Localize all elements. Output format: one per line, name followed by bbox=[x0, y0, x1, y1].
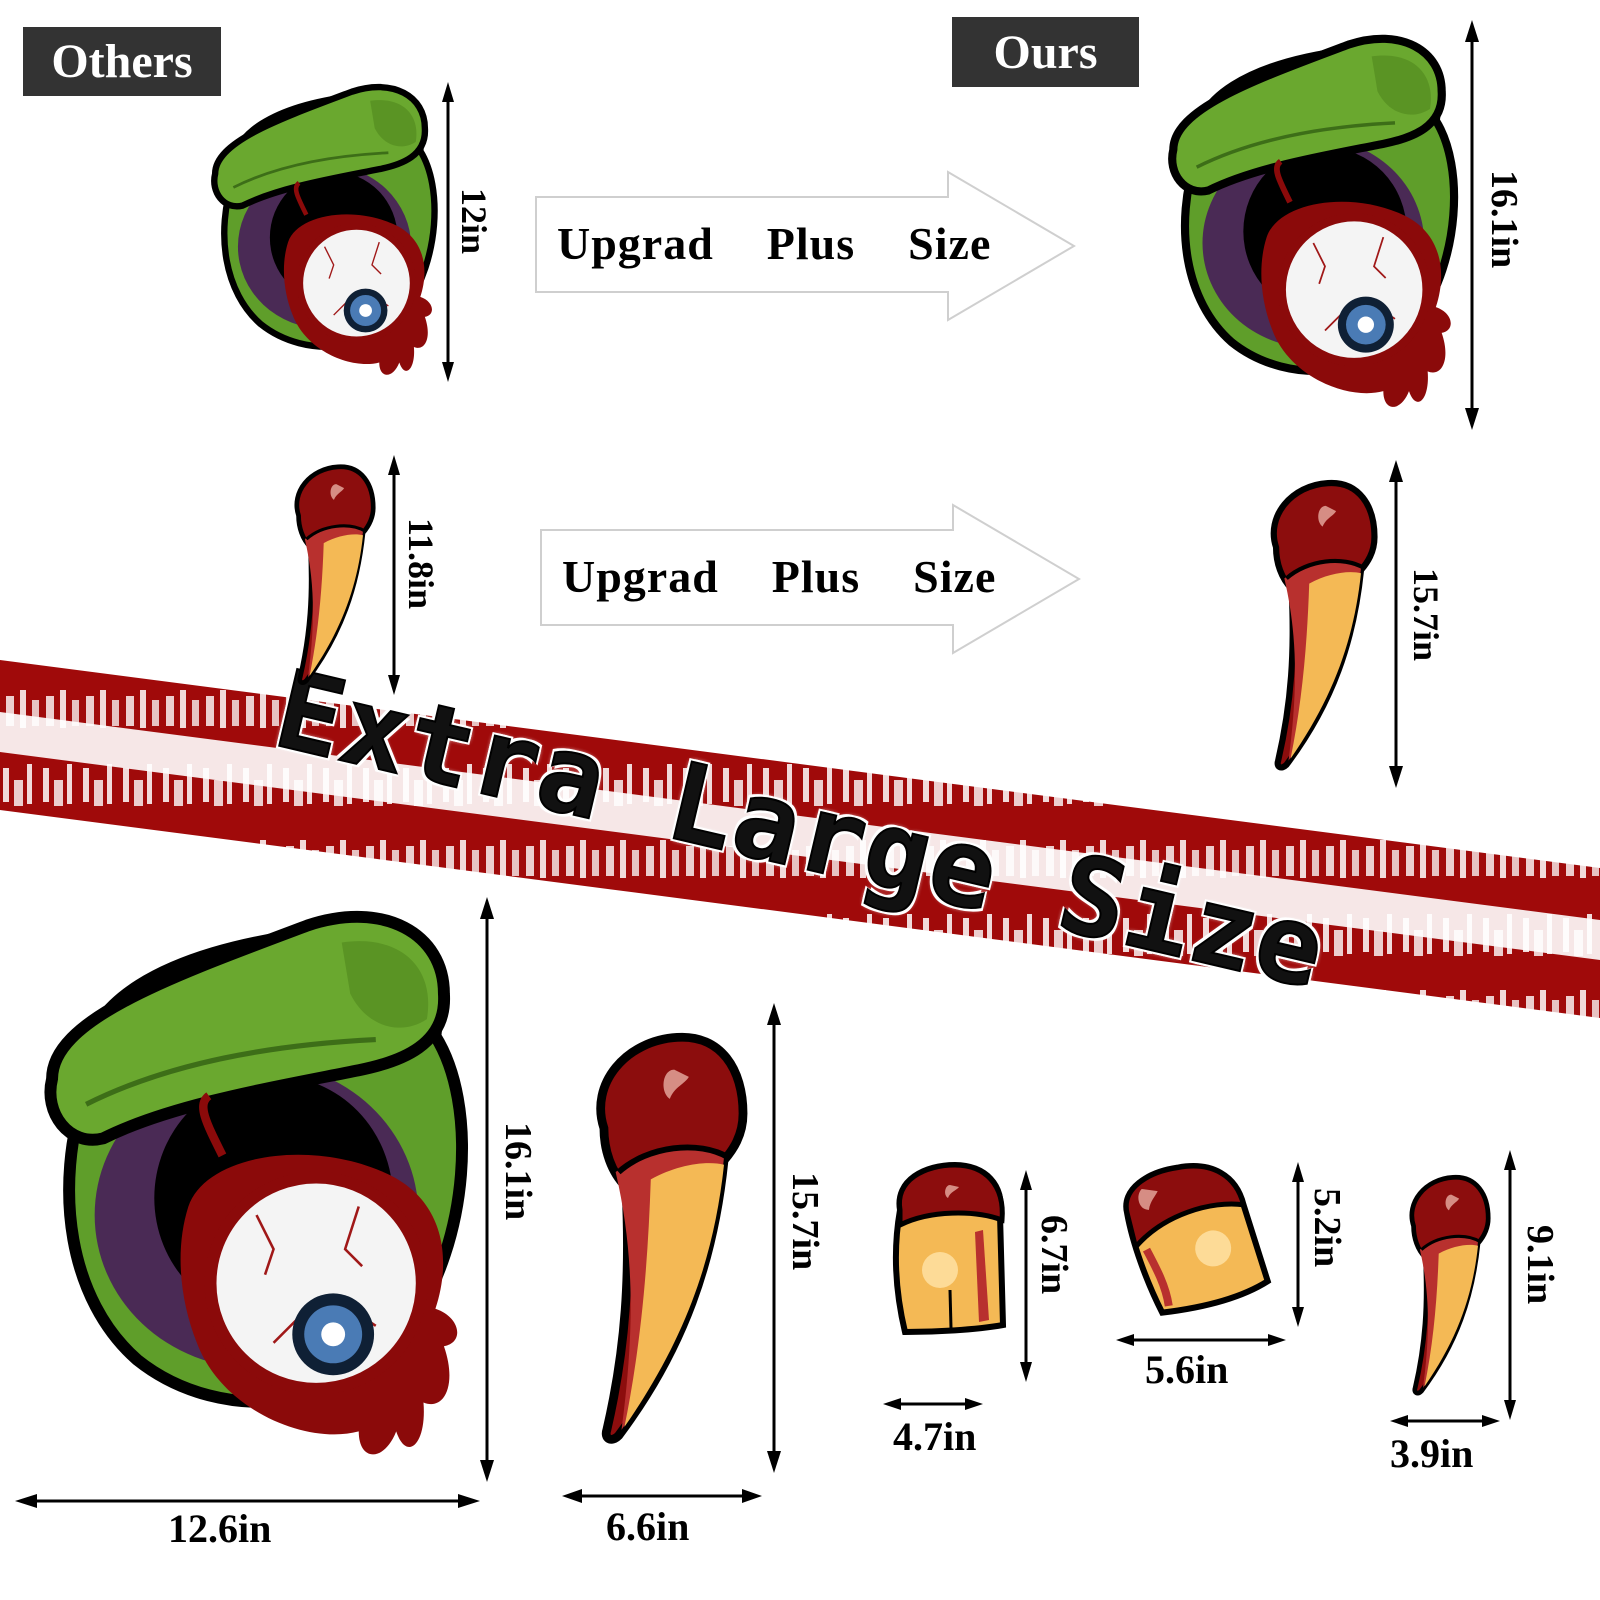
piece-large-fang-height-arrow bbox=[767, 1003, 781, 1473]
ours-eye-height-arrow bbox=[1465, 20, 1479, 430]
piece-square-tooth-width-arrow bbox=[883, 1398, 983, 1410]
ours-eye-height-label: 16.1in bbox=[1483, 170, 1525, 269]
upgrade-arrow-1 bbox=[535, 170, 1076, 322]
piece-small-fang-height-label: 9.1in bbox=[1519, 1225, 1561, 1305]
others-fang-height-label: 11.8in bbox=[401, 518, 441, 610]
ours-fang-height-arrow bbox=[1389, 460, 1403, 788]
others-label-text: Others bbox=[51, 35, 193, 88]
piece-square-tooth-height-label: 6.7in bbox=[1033, 1215, 1075, 1295]
upgrade-arrow-1-label: Upgrad Plus Size bbox=[557, 218, 992, 269]
others-fang-height-arrow bbox=[388, 455, 400, 695]
ours-fang-image bbox=[1245, 460, 1390, 790]
ours-eye-image bbox=[1150, 18, 1465, 433]
upgrade-arrow-2 bbox=[540, 503, 1081, 655]
ours-label-text: Ours bbox=[993, 25, 1098, 79]
others-eye-height-arrow bbox=[442, 82, 454, 382]
others-fang-image bbox=[275, 452, 385, 697]
piece-square-tooth-height-arrow bbox=[1020, 1170, 1032, 1382]
piece-tilted-tooth-height-arrow bbox=[1292, 1162, 1304, 1327]
piece-square-tooth-image bbox=[885, 1150, 1015, 1350]
piece-tilted-tooth-width-label: 5.6in bbox=[1145, 1347, 1229, 1392]
piece-tilted-tooth-height-label: 5.2in bbox=[1306, 1188, 1348, 1268]
piece-large-fang-height-label: 15.7in bbox=[784, 1172, 826, 1271]
piece-eye-image bbox=[18, 897, 478, 1482]
piece-large-fang-width-label: 6.6in bbox=[606, 1504, 690, 1549]
piece-small-fang-image bbox=[1390, 1150, 1500, 1420]
ours-label: Ours bbox=[952, 17, 1139, 87]
piece-large-fang-width-arrow bbox=[562, 1489, 762, 1503]
piece-eye-width-arrow bbox=[15, 1494, 480, 1508]
piece-eye-width-label: 12.6in bbox=[168, 1506, 272, 1551]
others-eye-image bbox=[190, 78, 450, 388]
others-label: Others bbox=[23, 27, 221, 96]
piece-eye-height-label: 16.1in bbox=[497, 1122, 539, 1221]
piece-eye-height-arrow bbox=[480, 897, 494, 1482]
others-eye-height-label: 12in bbox=[454, 188, 494, 255]
ours-fang-height-label: 15.7in bbox=[1406, 568, 1446, 662]
piece-tilted-tooth-image bbox=[1115, 1155, 1285, 1330]
piece-large-fang-image bbox=[560, 1003, 765, 1473]
piece-small-fang-height-arrow bbox=[1504, 1150, 1516, 1420]
piece-tilted-tooth-width-arrow bbox=[1116, 1334, 1286, 1346]
piece-small-fang-width-arrow bbox=[1390, 1415, 1500, 1427]
piece-square-tooth-width-label: 4.7in bbox=[893, 1414, 977, 1459]
upgrade-arrow-2-label: Upgrad Plus Size bbox=[562, 551, 997, 602]
piece-small-fang-width-label: 3.9in bbox=[1390, 1431, 1474, 1476]
